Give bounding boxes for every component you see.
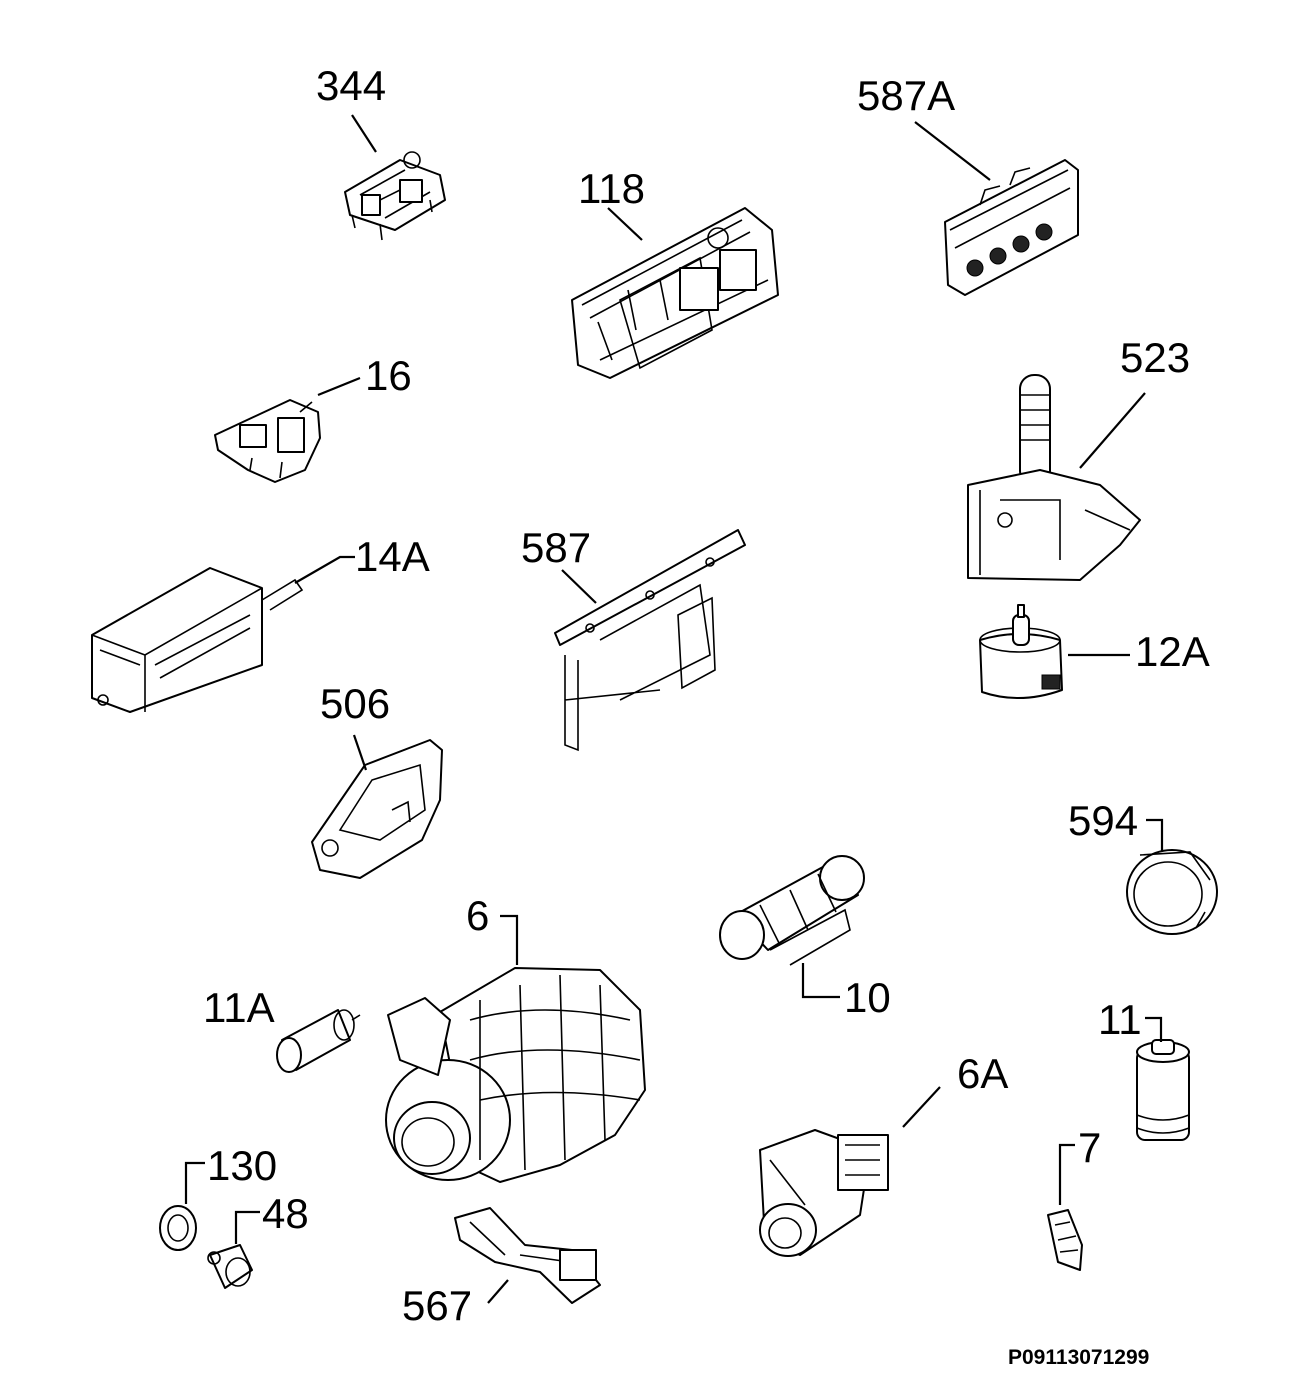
part-6-drawing <box>385 967 646 1183</box>
part-11A-drawing <box>276 1009 361 1073</box>
part-6A-label: 6A <box>957 1050 1008 1097</box>
part-567-drawing <box>454 1207 601 1304</box>
part-344-leader <box>351 114 377 153</box>
part-6A-drawing <box>759 1129 889 1257</box>
part-10-label: 10 <box>844 974 891 1021</box>
part-6-label: 6 <box>466 892 489 939</box>
part-14A-drawing <box>91 567 304 713</box>
diagram-reference-code: P09113071299 <box>1008 1346 1149 1369</box>
part-344-label: 344 <box>316 62 386 109</box>
part-523-drawing <box>967 374 1141 581</box>
part-587A-drawing <box>944 159 1079 296</box>
part-16-leader <box>317 376 361 397</box>
part-118-label: 118 <box>578 165 645 212</box>
part-12A-drawing <box>979 604 1063 699</box>
part-130-leader <box>184 1161 205 1204</box>
part-506-drawing <box>311 739 443 879</box>
part-14A-leader <box>294 555 355 584</box>
part-16-drawing <box>214 399 321 483</box>
part-10-leader <box>801 963 840 999</box>
part-594-drawing <box>1126 849 1218 935</box>
part-567-leader <box>487 1279 509 1304</box>
part-567-label: 567 <box>402 1282 472 1329</box>
part-10-drawing <box>719 855 865 966</box>
part-594-leader <box>1146 818 1164 852</box>
part-16-label: 16 <box>365 352 412 399</box>
part-6A-leader <box>902 1086 941 1128</box>
part-130-label: 130 <box>207 1142 277 1189</box>
part-7-leader <box>1058 1143 1075 1205</box>
part-587A-leader <box>914 121 991 181</box>
part-506-label: 506 <box>320 680 390 727</box>
part-344-drawing <box>344 151 446 241</box>
part-12A-label: 12A <box>1135 628 1210 675</box>
part-587A-label: 587A <box>857 72 955 119</box>
part-48-drawing <box>207 1244 253 1289</box>
part-587-drawing <box>554 529 746 752</box>
part-48-leader <box>234 1210 260 1244</box>
part-7-label: 7 <box>1078 1124 1101 1171</box>
part-587-label: 587 <box>521 524 591 571</box>
part-118-leader <box>607 207 643 241</box>
part-14A-label: 14A <box>355 533 430 580</box>
part-506-leader <box>352 734 368 771</box>
part-594-label: 594 <box>1068 797 1138 844</box>
part-587-leader <box>561 569 597 604</box>
part-48-label: 48 <box>262 1190 309 1237</box>
part-118-drawing <box>571 207 779 379</box>
part-11A-label: 11A <box>203 984 275 1031</box>
part-523-label: 523 <box>1120 334 1190 381</box>
part-6-leader <box>500 914 519 965</box>
part-11-label: 11 <box>1098 996 1142 1043</box>
part-130-drawing <box>159 1205 197 1251</box>
part-523-leader <box>1079 392 1146 469</box>
part-11-leader <box>1145 1016 1163 1042</box>
part-7-drawing <box>1047 1209 1083 1271</box>
part-11-drawing <box>1136 1039 1190 1141</box>
